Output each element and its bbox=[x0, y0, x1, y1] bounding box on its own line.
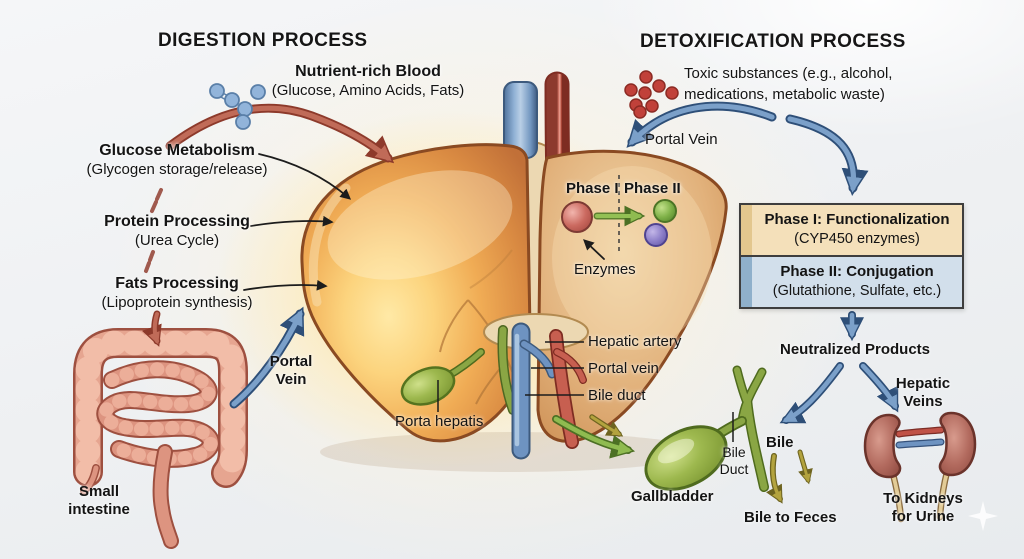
blue-flow-arrows bbox=[229, 101, 899, 424]
bile-flow-arrows bbox=[552, 414, 813, 504]
digestion-title: DIGESTION PROCESS bbox=[158, 30, 368, 51]
phase1-heading: Phase I: Functionalization bbox=[764, 211, 950, 228]
phase1-inset-label: Phase I bbox=[566, 180, 619, 197]
nutrient-molecules bbox=[209, 83, 266, 130]
gallbladder-illustration bbox=[644, 365, 769, 492]
step-heading: Glucose Metabolism bbox=[99, 142, 255, 159]
enzymes-label: Enzymes bbox=[574, 261, 636, 278]
phase-boxes: Phase I: Functionalization (CYP450 enzym… bbox=[739, 203, 964, 309]
gallbladder-label: Gallbladder bbox=[631, 488, 714, 505]
portal-vein-label-left: Portal Vein bbox=[269, 353, 313, 389]
conjugate-sphere-green bbox=[653, 199, 677, 223]
phase2-inset-label: Phase II bbox=[624, 180, 681, 197]
phase2-heading: Phase II: Conjugation bbox=[780, 262, 934, 280]
step-detail: (Glycogen storage/release) bbox=[86, 160, 268, 178]
nutrient-blood-label: Nutrient-rich Blood (Glucose, Amino Acid… bbox=[243, 62, 493, 100]
step-connector-dashes bbox=[144, 188, 163, 273]
step-glucose-metabolism: Glucose Metabolism (Glycogen storage/rel… bbox=[57, 141, 297, 179]
toxin-dots bbox=[624, 70, 679, 119]
phase2-box: Phase II: Conjugation (Glutathione, Sulf… bbox=[741, 256, 962, 307]
portal-vein-label-right: Portal Vein bbox=[645, 131, 718, 148]
conjugate-sphere-purple bbox=[644, 223, 668, 247]
neutralized-products-label: Neutralized Products bbox=[779, 341, 931, 358]
porta-hepatis-label: Porta hepatis bbox=[395, 413, 484, 430]
toxins-label: Toxic substances (e.g., alcohol, medicat… bbox=[684, 65, 893, 103]
gallbladder-under-liver bbox=[400, 348, 485, 406]
phase2-detail: (Glutathione, Sulfate, etc.) bbox=[772, 282, 942, 299]
step-fats-processing: Fats Processing (Lipoprotein synthesis) bbox=[57, 274, 297, 312]
phase-inset bbox=[561, 175, 677, 253]
to-kidneys-label: To Kidneys for Urine bbox=[883, 490, 963, 526]
small-intestine-label: Small intestine bbox=[68, 483, 130, 519]
liver-shadow bbox=[320, 432, 700, 472]
phase1-detail: (CYP450 enzymes) bbox=[794, 230, 920, 247]
step-protein-processing: Protein Processing (Urea Cycle) bbox=[57, 212, 297, 250]
leader-lines bbox=[437, 341, 734, 442]
detox-title: DETOXIFICATION PROCESS bbox=[640, 31, 906, 52]
bile-duct-hilum-label: Bile duct bbox=[588, 387, 646, 404]
phase1-strip bbox=[741, 205, 752, 255]
step-detail: (Urea Cycle) bbox=[134, 231, 220, 249]
step-heading: Fats Processing bbox=[115, 275, 239, 292]
step-heading: Protein Processing bbox=[104, 213, 250, 230]
nutrient-blood-detail: (Glucose, Amino Acids, Fats) bbox=[271, 81, 465, 99]
hepatic-artery-label: Hepatic artery bbox=[588, 333, 682, 350]
portal-vein-hilum-label: Portal vein bbox=[588, 360, 659, 377]
right-kidney bbox=[938, 411, 977, 477]
bile-label: Bile bbox=[766, 434, 794, 451]
left-kidney bbox=[863, 413, 902, 479]
sparkle-icon bbox=[968, 501, 998, 531]
digestion-arrows bbox=[142, 103, 395, 347]
step-detail: (Lipoprotein synthesis) bbox=[101, 293, 253, 311]
kidneys-illustration bbox=[863, 411, 977, 523]
enzymes-pointer-arrow bbox=[583, 239, 605, 260]
pointer-arrows bbox=[243, 153, 605, 291]
bile-duct-label: Bile Duct bbox=[719, 444, 749, 478]
bile-to-feces-label: Bile to Feces bbox=[744, 509, 837, 526]
phase1-box: Phase I: Functionalization (CYP450 enzym… bbox=[741, 205, 962, 257]
intestine-illustration bbox=[73, 328, 248, 549]
hepatic-veins-label: Hepatic Veins bbox=[895, 375, 951, 411]
nutrient-blood-heading: Nutrient-rich Blood bbox=[295, 63, 441, 80]
toxin-sphere bbox=[561, 201, 593, 233]
phase2-strip bbox=[741, 256, 752, 307]
